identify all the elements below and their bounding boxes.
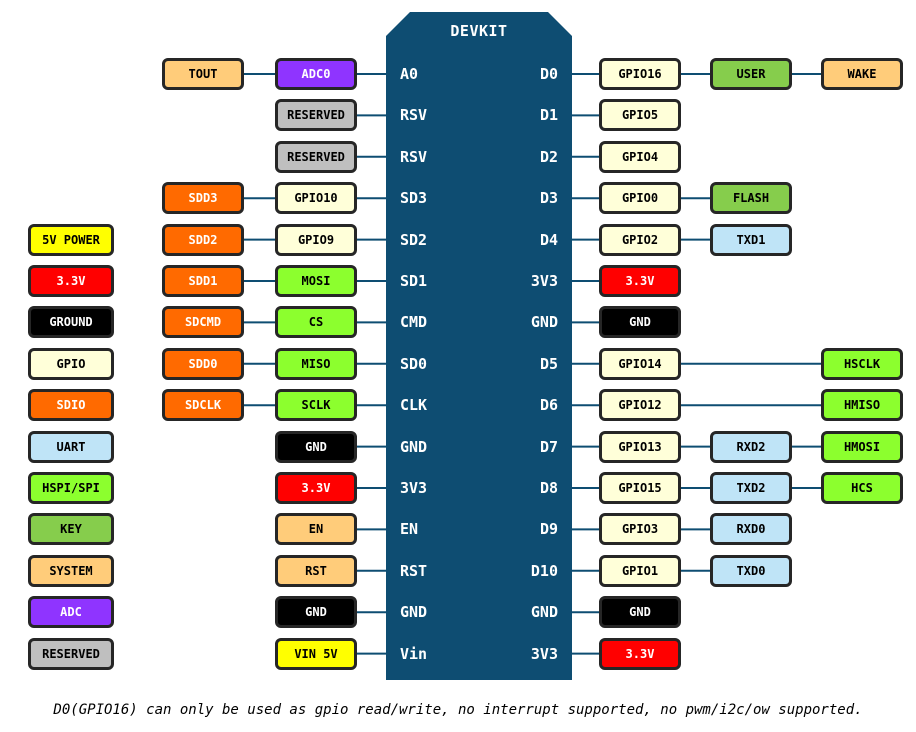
- legend-uart: UART: [28, 430, 114, 463]
- pin-right-11: D9: [539, 520, 558, 539]
- right-c2-0: USER: [710, 58, 792, 90]
- pin-left-10: 3V3: [400, 479, 428, 497]
- right-c3-7: HSCLK: [821, 347, 903, 380]
- legend-system: SYSTEM: [28, 554, 114, 587]
- pin-left-8: CLK: [400, 396, 428, 415]
- left-near-8: SCLK: [275, 389, 357, 422]
- right-c1-11: GPIO3: [599, 513, 681, 546]
- right-c3-0: WAKE: [821, 58, 903, 90]
- pin-right-12: D10: [530, 561, 558, 580]
- right-c1-3: GPIO0: [599, 182, 681, 215]
- pin-left-12: RST: [400, 561, 428, 580]
- left-far-7: SDD0: [162, 347, 244, 380]
- pin-left-4: SD2: [400, 230, 428, 249]
- right-c3-10: HCS: [821, 472, 903, 504]
- right-c1-1: GPIO5: [599, 99, 681, 132]
- right-c2-11: RXD0: [710, 513, 792, 546]
- left-near-10: 3.3V: [275, 472, 357, 504]
- right-c1-5: 3.3V: [599, 265, 681, 297]
- footnote: D0(GPIO16) can only be used as gpio read…: [53, 702, 863, 718]
- pin-right-0: D0: [539, 65, 558, 83]
- left-near-7: MISO: [275, 347, 357, 380]
- right-c1-7: GPIO14: [599, 347, 681, 380]
- pin-right-4: D4: [539, 230, 558, 249]
- pin-right-8: D6: [539, 396, 558, 415]
- board-title: DEVKIT: [450, 22, 508, 40]
- legend-adc: ADC: [28, 596, 114, 629]
- right-c2-9: RXD2: [710, 430, 792, 463]
- right-c2-3: FLASH: [710, 182, 792, 215]
- right-c1-14: 3.3V: [599, 637, 681, 670]
- pin-right-3: D3: [539, 189, 558, 208]
- left-far-6: SDCMD: [162, 306, 244, 339]
- left-far-8: SDCLK: [162, 389, 244, 422]
- pin-left-0: A0: [400, 65, 419, 83]
- pin-right-10: D8: [539, 479, 558, 497]
- right-c3-9: HMOSI: [821, 430, 903, 463]
- left-near-14: VIN 5V: [275, 637, 357, 670]
- left-near-5: MOSI: [275, 265, 357, 297]
- pin-left-2: RSV: [400, 147, 428, 166]
- legend-ground: GROUND: [28, 306, 114, 339]
- pin-right-9: D7: [539, 437, 558, 456]
- pin-right-14: 3V3: [530, 644, 558, 663]
- pin-left-7: SD0: [400, 354, 428, 373]
- left-near-3: GPIO10: [275, 182, 357, 215]
- right-c1-12: GPIO1: [599, 554, 681, 587]
- pin-right-6: GND: [530, 313, 558, 332]
- pin-right-7: D5: [539, 354, 558, 373]
- right-c1-4: GPIO2: [599, 223, 681, 256]
- right-c1-6: GND: [599, 306, 681, 339]
- pin-left-14: Vin: [400, 644, 428, 663]
- right-c2-10: TXD2: [710, 472, 792, 504]
- pin-left-3: SD3: [400, 189, 428, 208]
- pin-left-9: GND: [400, 437, 428, 456]
- left-far-0: TOUT: [162, 58, 244, 90]
- legend-power5v: 5V POWER: [28, 223, 114, 256]
- legend-power33: 3.3V: [28, 265, 114, 297]
- legend-spi: HSPI/SPI: [28, 472, 114, 504]
- left-near-6: CS: [275, 306, 357, 339]
- legend-reserved: RESERVED: [28, 637, 114, 670]
- pin-left-11: EN: [400, 520, 419, 539]
- pin-left-5: SD1: [400, 272, 428, 290]
- right-c1-10: GPIO15: [599, 472, 681, 504]
- right-c1-9: GPIO13: [599, 430, 681, 463]
- board-outline: [386, 12, 572, 680]
- right-c1-2: GPIO4: [599, 140, 681, 173]
- pin-left-13: GND: [400, 603, 428, 622]
- pin-left-1: RSV: [400, 106, 428, 125]
- left-near-1: RESERVED: [275, 99, 357, 132]
- left-near-13: GND: [275, 596, 357, 629]
- left-near-12: RST: [275, 554, 357, 587]
- right-c3-8: HMISO: [821, 389, 903, 422]
- right-c2-12: TXD0: [710, 554, 792, 587]
- left-near-0: ADC0: [275, 58, 357, 90]
- pin-right-2: D2: [539, 147, 558, 166]
- legend-key: KEY: [28, 513, 114, 546]
- pin-right-13: GND: [530, 603, 558, 622]
- pin-left-6: CMD: [400, 313, 428, 332]
- left-far-4: SDD2: [162, 223, 244, 256]
- left-near-4: GPIO9: [275, 223, 357, 256]
- pin-right-5: 3V3: [530, 272, 558, 290]
- left-near-2: RESERVED: [275, 140, 357, 173]
- left-far-3: SDD3: [162, 182, 244, 215]
- left-near-11: EN: [275, 513, 357, 546]
- left-near-9: GND: [275, 430, 357, 463]
- right-c2-4: TXD1: [710, 223, 792, 256]
- legend-gpio: GPIO: [28, 347, 114, 380]
- legend-sdio: SDIO: [28, 389, 114, 422]
- pin-right-1: D1: [539, 106, 558, 125]
- left-far-5: SDD1: [162, 265, 244, 297]
- right-c1-0: GPIO16: [599, 58, 681, 90]
- right-c1-13: GND: [599, 596, 681, 629]
- right-c1-8: GPIO12: [599, 389, 681, 422]
